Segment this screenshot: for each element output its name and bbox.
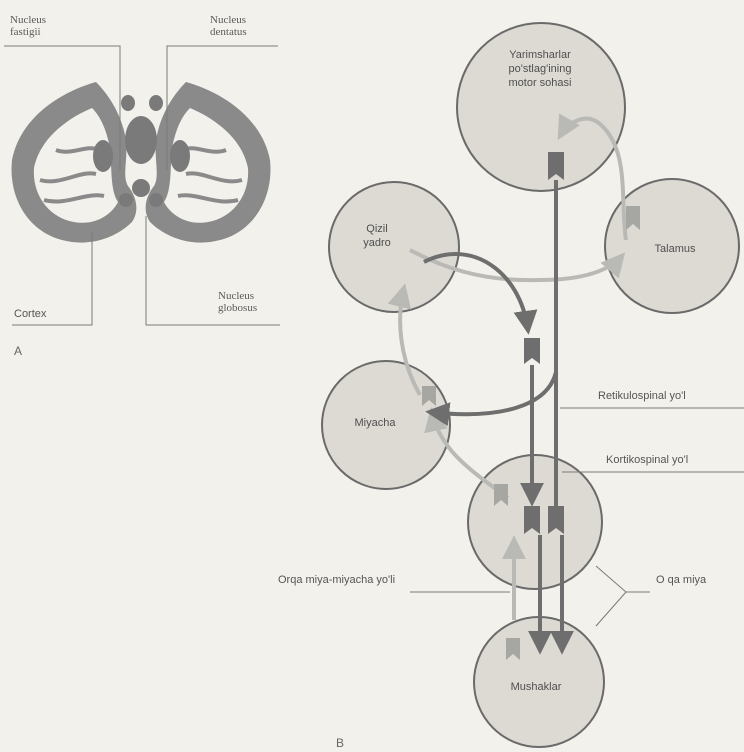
- muscles-label: Mushaklar: [510, 681, 562, 693]
- synapse-markers: [524, 152, 564, 534]
- nucleus-globosus-label: Nucleus globosus: [218, 290, 258, 314]
- motor-cortex-label: Yarimsharlar po'stlag'ining motor sohasi: [508, 49, 572, 89]
- panel-a-letter: A: [14, 344, 23, 358]
- cerebellum-label: Miyacha: [354, 417, 396, 429]
- spinocerebellar-label: Orqa miya-miyacha yo'li: [278, 574, 396, 586]
- cerebellum-to-thalamus-path: [409, 248, 626, 283]
- thalamocortical-path: [557, 113, 628, 241]
- panel-b-letter: B: [336, 736, 345, 750]
- reticulospinal-label: Retikulospinal yo'l: [598, 390, 686, 402]
- nucleus-dentatus-label: Nucleus dentatus: [210, 14, 247, 38]
- red-nucleus-to-spinal-path: [423, 252, 538, 335]
- label-leaders: [410, 407, 744, 627]
- nucleus-fastigii-label: Nucleus fastigii: [10, 14, 47, 38]
- light-synapse-markers: [422, 206, 640, 660]
- descending-pathways: [423, 180, 574, 655]
- thalamus-label: Talamus: [654, 243, 696, 255]
- corticospinal-label: Kortikospinal yo'l: [606, 454, 689, 466]
- cerebellum-cross-section: [4, 45, 280, 326]
- red-nucleus-label: Qizil yadro: [363, 223, 391, 249]
- cerebellum-to-red-nucleus-path: [387, 283, 422, 396]
- cortex-label: Cortex: [14, 308, 47, 320]
- red-nucleus-node: [328, 181, 460, 313]
- cortex-to-cerebellum-path: [425, 371, 558, 427]
- motor-cortex-node: [456, 22, 626, 192]
- spinal-cord-label: O qa miya: [656, 574, 707, 586]
